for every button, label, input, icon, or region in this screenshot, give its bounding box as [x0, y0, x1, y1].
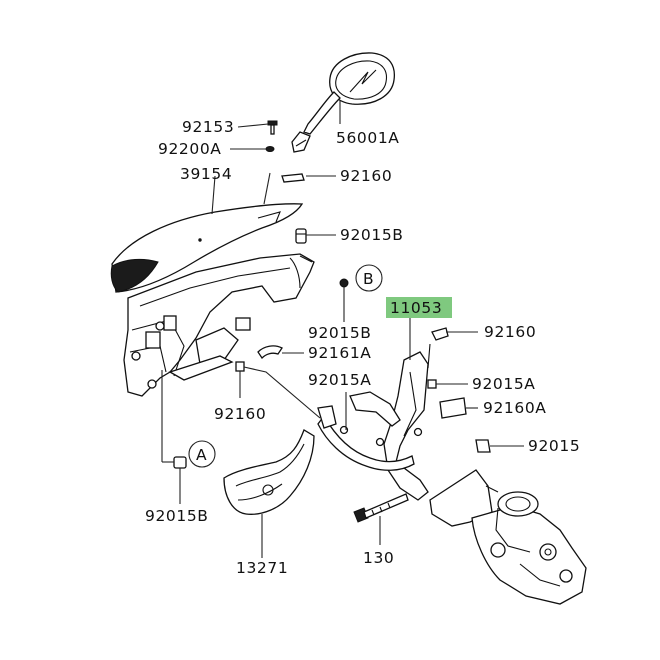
frame-head-drawing	[429, 469, 587, 605]
cowl-bracket-drawing	[123, 253, 315, 397]
callout-39154: 39154	[180, 165, 232, 183]
bolt-drawing	[353, 493, 409, 523]
callout-11053: 11053	[390, 299, 442, 317]
windscreen-drawing	[110, 203, 304, 293]
mirror-drawing	[291, 52, 396, 153]
callout-92015a-left: 92015A	[308, 371, 372, 389]
callout-92015b-lower: 92015B	[145, 507, 209, 525]
callout-92015: 92015	[528, 437, 580, 455]
callout-92160a: 92160A	[483, 399, 547, 417]
fastener-drawings	[173, 173, 491, 469]
callout-92015b-upper: 92015B	[340, 226, 404, 244]
screw-drawing	[265, 120, 278, 152]
cover-drawing	[223, 429, 315, 515]
callout-92160-left: 92160	[214, 405, 266, 423]
callout-92160-right: 92160	[484, 323, 536, 341]
callout-92200a: 92200A	[158, 140, 222, 158]
callout-13271: 13271	[236, 559, 288, 577]
ref-b-label: B	[363, 270, 374, 288]
callout-56001a: 56001A	[336, 129, 400, 147]
leader-lines	[161, 100, 524, 558]
ref-a-label: A	[196, 446, 207, 464]
main-bracket-drawing	[317, 343, 431, 501]
callout-labels: 92153 92200A 39154 56001A 92160 92015B 9…	[145, 118, 580, 577]
callout-92015a-right: 92015A	[472, 375, 536, 393]
callout-92161a: 92161A	[308, 344, 372, 362]
callout-highlight	[386, 297, 452, 318]
callout-92160-top: 92160	[340, 167, 392, 185]
callout-130: 130	[363, 549, 394, 567]
callout-92153: 92153	[182, 118, 234, 136]
ref-b-circle	[355, 264, 383, 292]
ref-a-circle	[188, 440, 216, 468]
callout-92015b-mid: 92015B	[308, 324, 372, 342]
